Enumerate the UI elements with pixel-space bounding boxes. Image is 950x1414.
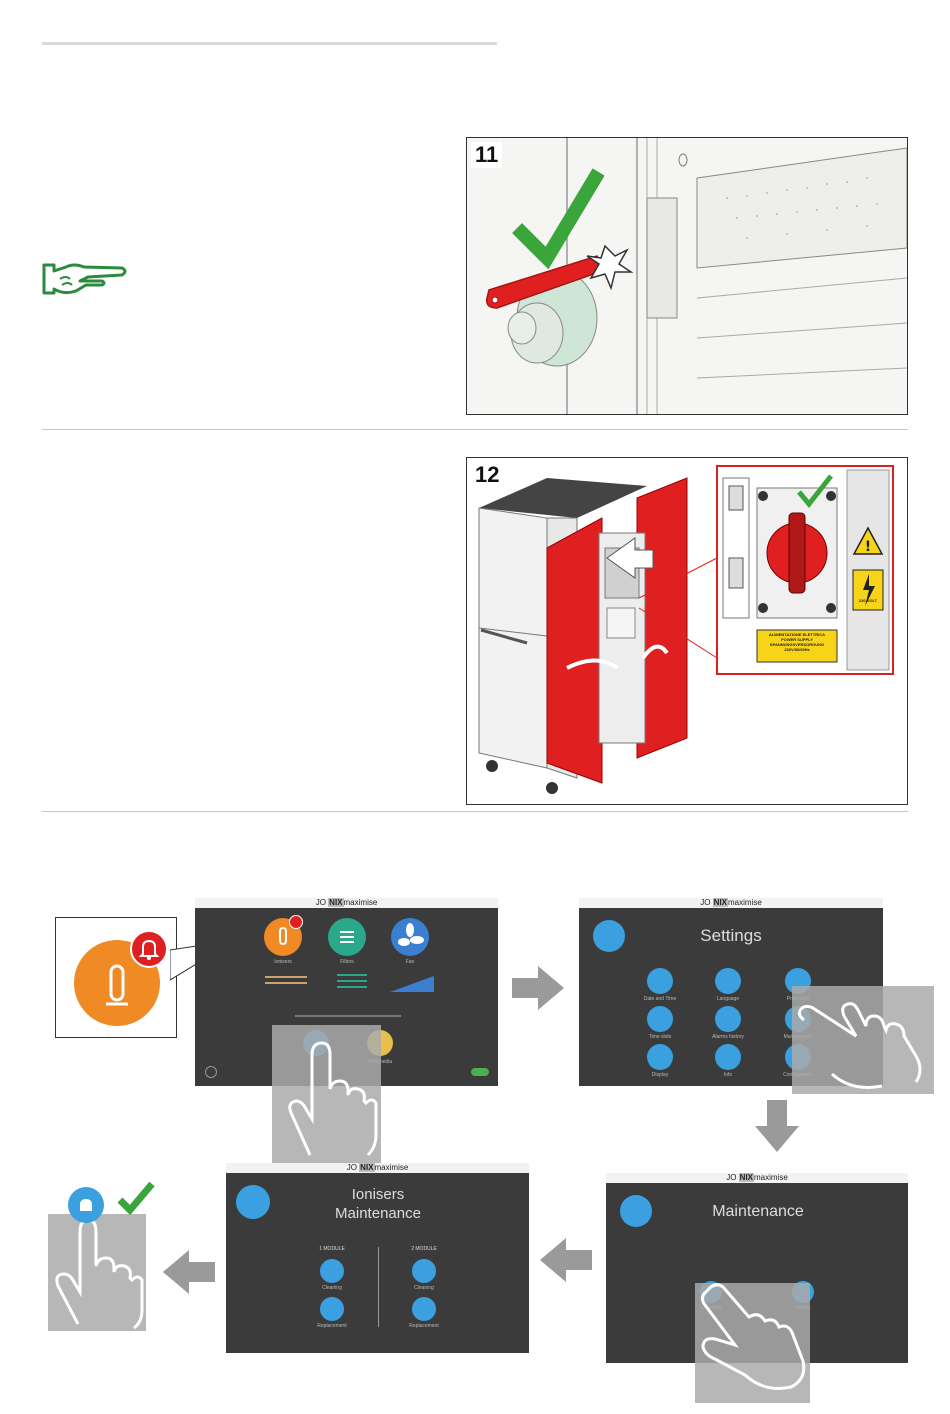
- brand-logo: JO NIXmaximise: [315, 898, 378, 907]
- module-2-replacement-button[interactable]: [412, 1297, 436, 1321]
- tap-hand-2: [792, 986, 934, 1094]
- fan-button[interactable]: [391, 918, 429, 956]
- info-icon[interactable]: [205, 1066, 217, 1078]
- figure-12-illustration: !: [478, 465, 894, 794]
- figure-12: ! 12 230 VOLT ALIMENTAZIONE ELETTRICA PO…: [466, 457, 908, 805]
- date-time-button[interactable]: [647, 968, 673, 994]
- bell-icon: [130, 930, 168, 968]
- module-2-cleaning-button[interactable]: [412, 1259, 436, 1283]
- maintenance-title: Maintenance: [712, 1203, 804, 1220]
- module-2-label: 2 MODULE: [411, 1246, 437, 1252]
- top-rule: [42, 42, 497, 45]
- checkmark-icon: [117, 1181, 155, 1216]
- filters-button[interactable]: [328, 918, 366, 956]
- section-divider: [42, 811, 908, 812]
- voltage-label: 230 VOLT: [858, 598, 878, 603]
- figure-number: 12: [471, 462, 504, 488]
- alarm-badge: [289, 915, 303, 929]
- alarm-callout: [55, 917, 177, 1038]
- filters-label: Filters: [340, 959, 354, 965]
- divider: [295, 1015, 401, 1017]
- column-divider: [378, 1247, 379, 1327]
- language-button[interactable]: [715, 968, 741, 994]
- arrow-down-icon: [755, 1100, 799, 1152]
- ionisers-maintenance-screen: JO NIXmaximise Ionisers Maintenance 1 MO…: [226, 1163, 529, 1353]
- arrow-right-icon: [512, 966, 564, 1010]
- maintenance-header-icon: [620, 1195, 652, 1227]
- brand-logo: JO NIXmaximise: [700, 898, 762, 907]
- brand-logo: JO NIXmaximise: [726, 1173, 788, 1182]
- fan-label: Fan: [405, 959, 415, 965]
- time-slots-button[interactable]: [647, 1006, 673, 1032]
- arrow-left-icon: [163, 1250, 215, 1294]
- section-divider: [42, 429, 908, 430]
- svg-text:!: !: [865, 539, 871, 555]
- pointing-hand-icon: [40, 255, 130, 300]
- figure-number: 11: [471, 142, 503, 168]
- figure-11: 11: [466, 137, 908, 415]
- tap-hand-1: [272, 1025, 381, 1164]
- supply-label: ALIMENTAZIONE ELETTRICA POWER SUPPLY SPA…: [768, 632, 826, 652]
- ionisers-label: Ionisers: [274, 959, 292, 965]
- settings-title: Settings: [700, 926, 762, 945]
- ioniser-gauges: [265, 972, 307, 992]
- module-1-cleaning-button[interactable]: [320, 1259, 344, 1283]
- power-toggle[interactable]: [471, 1068, 489, 1076]
- alarms-history-button[interactable]: [715, 1006, 741, 1032]
- tap-hand-4: [48, 1214, 146, 1331]
- brand-logo: JO NIXmaximise: [346, 1163, 409, 1172]
- ionisers-title: Ionisers Maintenance: [335, 1186, 421, 1222]
- info-button[interactable]: [715, 1044, 741, 1070]
- filter-gauges: [337, 970, 367, 998]
- ioniser-reset-button[interactable]: [68, 1187, 104, 1223]
- arrow-left-icon: [540, 1238, 592, 1282]
- fan-speed-indicator: [390, 976, 434, 992]
- display-button[interactable]: [647, 1044, 673, 1070]
- module-1-label: 1 MODULE: [319, 1246, 345, 1252]
- figure-11-illustration: [467, 138, 907, 414]
- tap-hand-3: [695, 1283, 810, 1403]
- module-1-replacement-button[interactable]: [320, 1297, 344, 1321]
- settings-header-icon: [593, 920, 625, 952]
- ioniser-header-icon: [236, 1185, 270, 1219]
